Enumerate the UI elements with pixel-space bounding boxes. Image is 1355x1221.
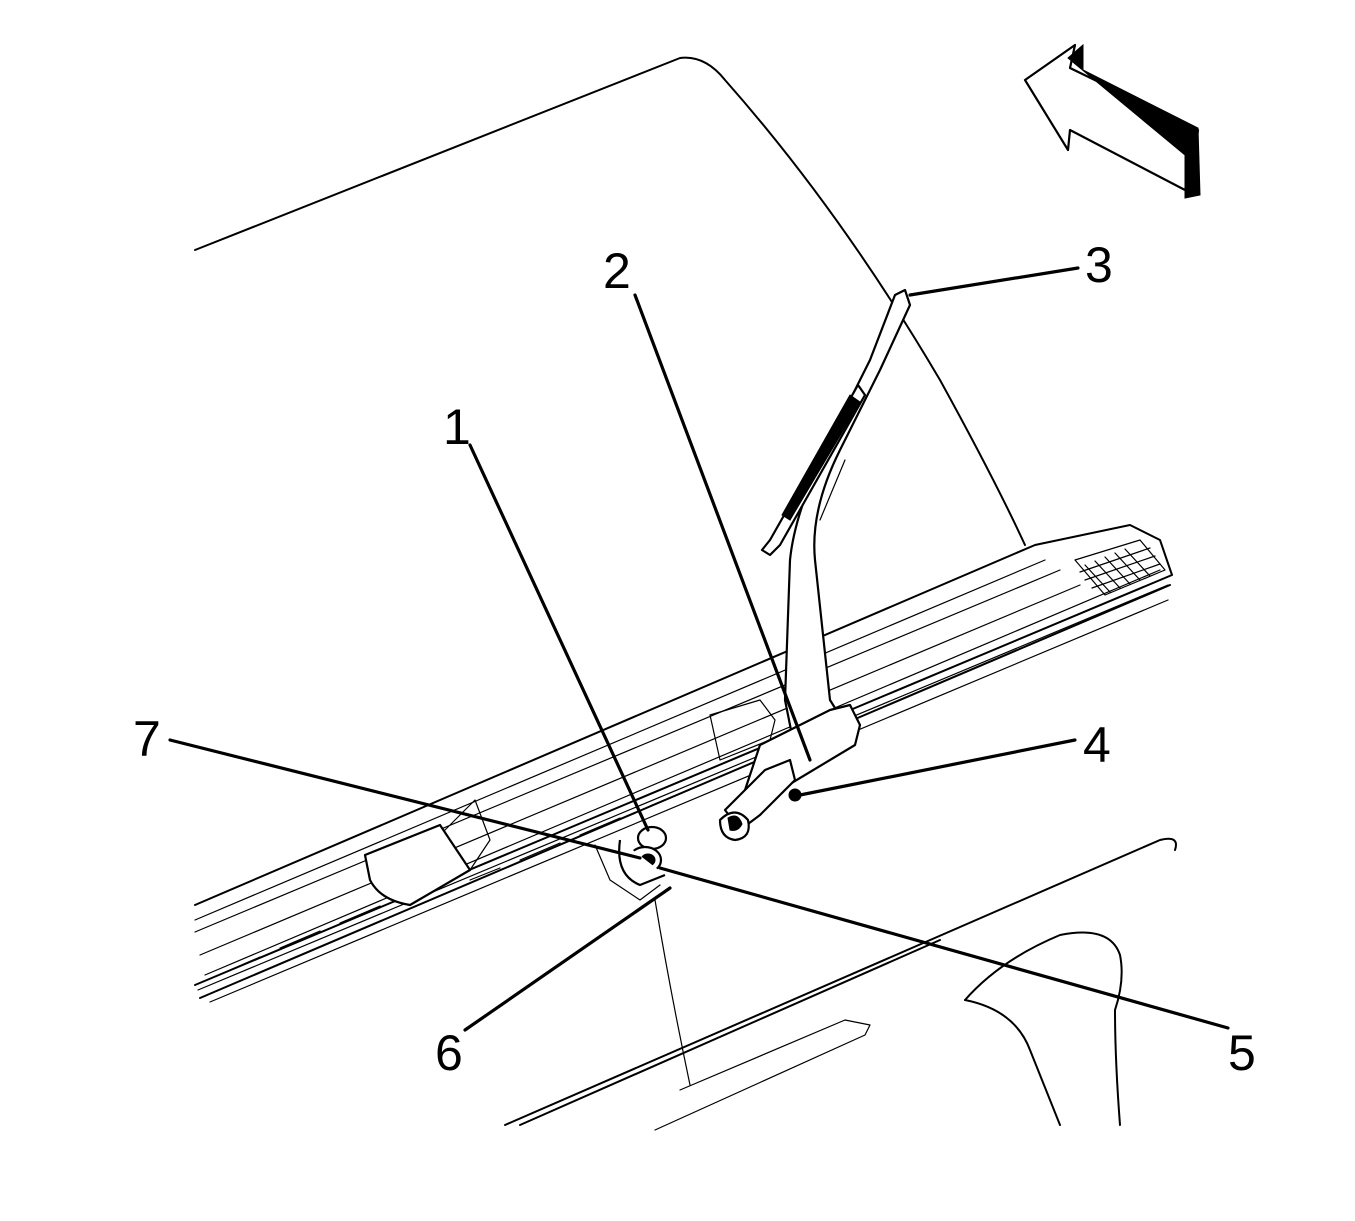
callout-2: 2 [603, 243, 631, 299]
leader-lines [168, 266, 1230, 1032]
wiper-arm [709, 288, 912, 842]
hood-panel [504, 837, 1177, 1131]
leader-line-3 [908, 266, 1080, 297]
callout-5: 5 [1228, 1025, 1256, 1081]
leader-line-2 [633, 293, 812, 762]
callout-1: 1 [443, 399, 471, 455]
leader-line-7 [168, 738, 642, 860]
cowl-panel [194, 524, 1173, 1003]
arrow-icon [1023, 43, 1201, 199]
leader-line-6 [463, 886, 672, 1032]
leader-line-1 [468, 443, 650, 832]
callout-7: 7 [133, 711, 161, 767]
pivot-assembly [618, 825, 668, 887]
leader-line-4 [798, 738, 1077, 797]
callout-3: 3 [1085, 237, 1113, 293]
callout-6: 6 [435, 1025, 463, 1081]
leader-line-5 [658, 866, 1230, 1030]
callout-4: 4 [1083, 717, 1111, 773]
callout-labels: 1 2 3 4 5 6 7 [133, 237, 1256, 1081]
windshield [194, 56, 1026, 546]
